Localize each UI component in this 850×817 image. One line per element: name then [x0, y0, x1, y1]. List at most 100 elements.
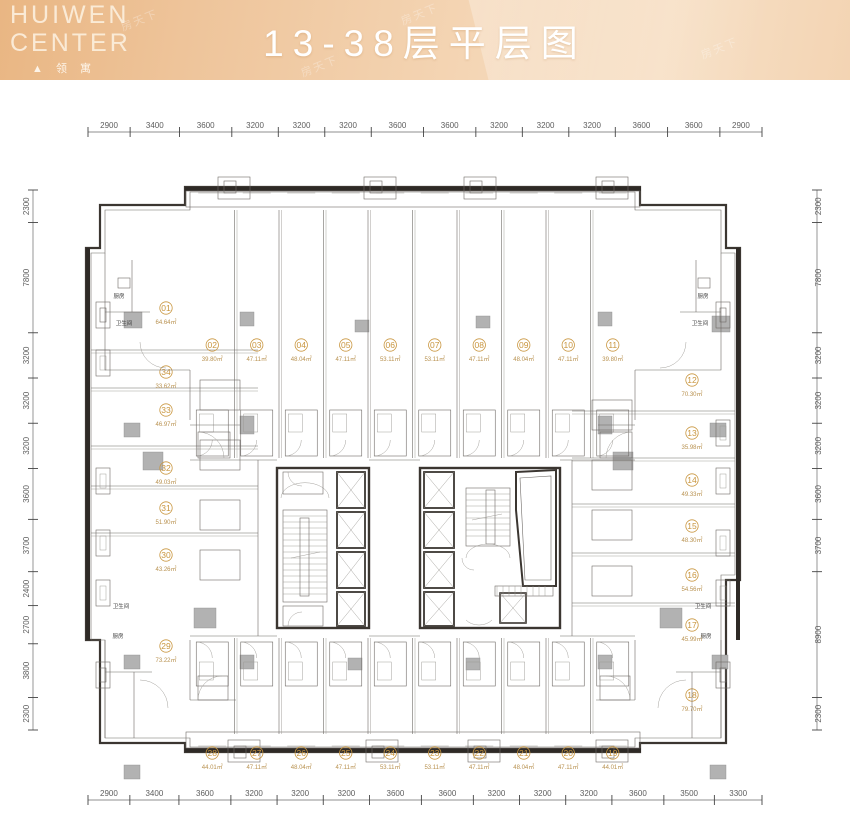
- unit-number-circle: [606, 338, 620, 352]
- unit-number: 25: [341, 748, 351, 758]
- unit-fixture: [99, 355, 107, 371]
- unit-fixture: [377, 661, 392, 681]
- dim-top-6: 3600: [389, 121, 407, 130]
- dim-bottom-8: 3200: [488, 789, 506, 798]
- dim-bottom-11: 3600: [629, 789, 647, 798]
- dimension-chain-left: 2300780032003200320036003700240027003800…: [22, 189, 38, 731]
- door-swing: [507, 641, 524, 659]
- dim-left-3: 3200: [22, 391, 31, 409]
- unit-24[interactable]: 24 53.11㎡: [380, 746, 401, 771]
- unit-fixture: [599, 661, 614, 681]
- unit-number: 24: [386, 748, 396, 758]
- unit-area: 53.11㎡: [380, 763, 401, 771]
- dim-right-1: 7800: [814, 268, 823, 286]
- unit-area: 48.04㎡: [291, 355, 312, 363]
- unit-kitchen-pod: [199, 499, 241, 531]
- unit-number-circle: [159, 639, 173, 653]
- dim-bottom-5: 3200: [337, 789, 355, 798]
- unit-fixture: [719, 585, 727, 601]
- elevator-bank-right: [423, 471, 527, 627]
- unit-area: 39.80㎡: [602, 355, 623, 363]
- unit-number: 01: [161, 303, 171, 313]
- unit-bathroom-pod: [596, 409, 630, 457]
- unit-bathroom-pod: [95, 529, 111, 557]
- dim-bottom-1: 3400: [145, 789, 163, 798]
- unit-number: 16: [687, 570, 697, 580]
- door-swing: [329, 439, 346, 457]
- logo-line-2: CENTER: [10, 29, 131, 57]
- dim-bottom-0: 2900: [100, 789, 118, 798]
- unit-fixture: [555, 661, 570, 681]
- unit-kitchen-pod: [199, 549, 241, 581]
- corner-unit-details: [95, 253, 731, 738]
- unit-fixture: [288, 661, 303, 681]
- door-swing: [374, 641, 391, 659]
- unit-number-circle: [472, 338, 486, 352]
- unit-bathroom-pod: [715, 579, 731, 607]
- unit-number: 02: [208, 340, 218, 350]
- unit-bathroom-pod: [95, 467, 111, 495]
- dim-right-3: 3200: [814, 391, 823, 409]
- top-facade-band: [185, 176, 641, 208]
- door-swing: [240, 641, 257, 659]
- dim-top-4: 3200: [293, 121, 311, 130]
- unit-bathroom-pod: [373, 409, 407, 457]
- dim-top-0: 2900: [100, 121, 118, 130]
- dim-right-5: 3600: [814, 484, 823, 502]
- unit-number-circle: [685, 473, 699, 487]
- unit-number: 05: [341, 340, 351, 350]
- unit-fixture: [510, 661, 525, 681]
- dim-top-9: 3200: [537, 121, 555, 130]
- kitchen-top-left: 厨房: [113, 292, 125, 300]
- unit-23[interactable]: 23 53.11㎡: [424, 746, 445, 771]
- unit-number-circle: [159, 301, 173, 315]
- top-row-partitions: [195, 192, 630, 458]
- unit-number: 17: [687, 620, 697, 630]
- unit-fixture: [377, 413, 392, 433]
- unit-kitchen-pod: [591, 565, 633, 597]
- unit-area: 53.11㎡: [424, 763, 445, 771]
- unit-bathroom-pod: [95, 349, 111, 377]
- unit-area: 47.11㎡: [558, 355, 579, 363]
- dim-top-2: 3600: [197, 121, 215, 130]
- dim-bottom-4: 3200: [291, 789, 309, 798]
- unit-number-circle: [159, 461, 173, 475]
- unit-number: 23: [430, 748, 440, 758]
- bathroom-top-left: 卫生间: [116, 319, 133, 327]
- unit-number: 28: [208, 748, 218, 758]
- building-outline: [84, 185, 742, 754]
- dim-left-9: 3800: [22, 661, 31, 679]
